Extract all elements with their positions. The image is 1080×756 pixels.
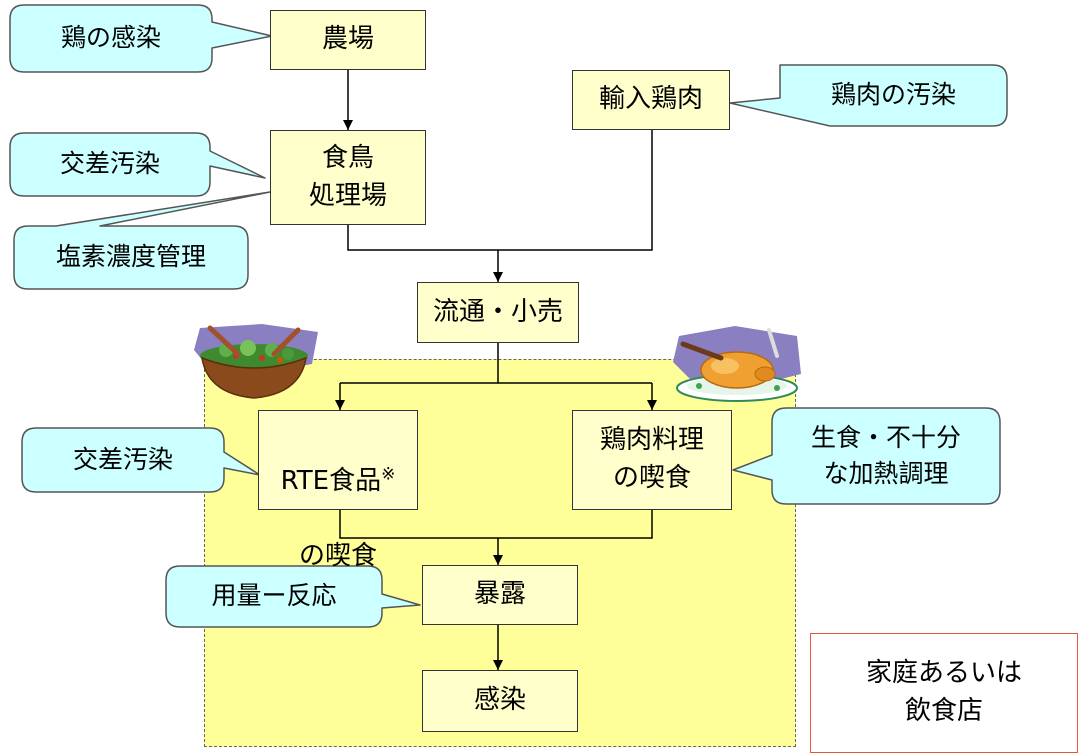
rte-food-eating-label: の喫食 [298, 541, 377, 572]
node-chicken-dish: 鶏肉料理 の喫食 [572, 410, 732, 510]
callout-chlorine-control: 塩素濃度管理 [55, 242, 206, 272]
node-slaughterhouse: 食鳥 処理場 [270, 130, 426, 225]
rte-note-mark: ※ [381, 464, 396, 485]
callout-shape-raw-undercooked [732, 407, 1001, 505]
node-distribution-retail: 流通・小売 [417, 282, 579, 343]
node-rte-food: RTE食品※ の喫食 [258, 410, 418, 571]
rte-food-label: RTE食品 [280, 465, 382, 496]
callout-cross-contamination-top: 交差汚染 [59, 149, 160, 179]
callout-raw-undercooked: 生食・不十分 な加熱調理 [810, 422, 961, 488]
roast-chicken-icon [673, 326, 801, 402]
line-import-merge [498, 130, 653, 251]
salad-bowl-icon [194, 324, 318, 399]
node-infection: 感染 [422, 670, 578, 732]
callout-meat-contamination: 鶏肉の汚染 [830, 80, 956, 110]
callout-shape-meat-contamination [729, 64, 1008, 127]
callout-shape-cross-contamination-bottom [21, 427, 261, 493]
callout-cross-contamination-bottom: 交差汚染 [72, 444, 173, 474]
callout-shape-chlorine-control [13, 191, 271, 290]
callout-shape-chicken-infection [9, 4, 273, 73]
node-exposure: 暴露 [422, 565, 578, 625]
callout-shape-cross-contamination-top [9, 132, 266, 197]
line-dish-merge [498, 510, 653, 539]
node-imported-chicken: 輸入鶏肉 [572, 70, 730, 130]
line-rte-merge [339, 510, 498, 539]
callout-chicken-infection: 鶏の感染 [60, 23, 161, 53]
callout-dose-response: 用量ー反応 [211, 581, 337, 611]
node-farm: 農場 [270, 10, 426, 70]
callout-shape-dose-response [165, 565, 421, 628]
line-slaughterhouse-merge [347, 225, 498, 251]
note-home-or-restaurant: 家庭あるいは 飲食店 [810, 633, 1078, 753]
